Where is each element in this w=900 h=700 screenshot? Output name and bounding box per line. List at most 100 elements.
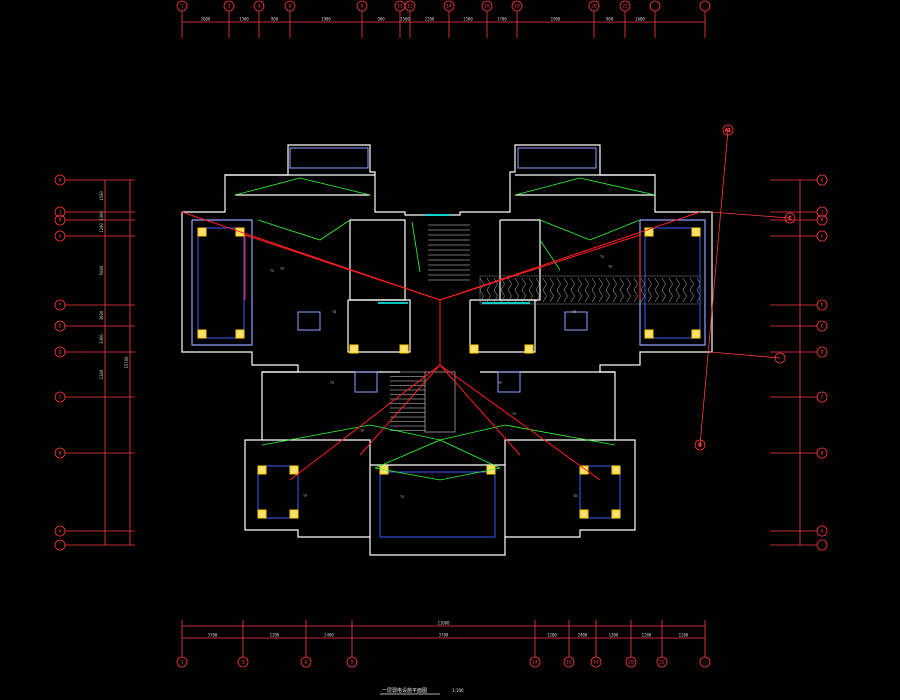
hatch-stroke bbox=[535, 277, 540, 303]
axis-bubble bbox=[481, 0, 493, 12]
dimension-value: 1700 bbox=[497, 17, 507, 22]
axis-bubble bbox=[54, 391, 66, 403]
room-tag: TP bbox=[280, 267, 284, 271]
dimension-value: 1200 bbox=[99, 223, 104, 233]
ceiling-line bbox=[539, 219, 641, 241]
column bbox=[289, 465, 299, 475]
wire bbox=[439, 364, 521, 456]
axis-label: 4 bbox=[258, 4, 261, 10]
axis-label: 19 bbox=[593, 660, 599, 666]
axis-bubble bbox=[590, 656, 602, 668]
dimension-value: 1500 bbox=[463, 17, 473, 22]
furniture bbox=[197, 147, 701, 538]
hatch-stroke bbox=[626, 277, 631, 303]
hatch-stroke bbox=[528, 277, 533, 303]
axis-label: F bbox=[821, 303, 824, 309]
axis-bubble bbox=[176, 0, 188, 12]
dimension-value: 3700 bbox=[208, 633, 218, 638]
windows bbox=[378, 214, 530, 304]
axis-bubble bbox=[816, 299, 828, 311]
dimension-value: 3300 bbox=[99, 334, 104, 344]
axis-bubble bbox=[816, 174, 828, 186]
axis-label: 9 bbox=[361, 4, 364, 10]
dimension-value: 1200 bbox=[642, 633, 652, 638]
room-tag: TP bbox=[303, 494, 307, 498]
column bbox=[691, 329, 701, 339]
axis-label: 14 bbox=[446, 4, 452, 10]
wire bbox=[359, 364, 441, 456]
axis-label: 16 bbox=[566, 660, 572, 666]
axis-label: E bbox=[59, 324, 62, 330]
axis-label: B bbox=[59, 451, 62, 457]
axis-bubble bbox=[54, 230, 66, 242]
axis-label: A bbox=[59, 529, 62, 535]
dimension-value: 1900 bbox=[551, 17, 561, 22]
axis-bubble bbox=[284, 0, 296, 12]
axis-bubble bbox=[563, 656, 575, 668]
hatch-stroke bbox=[640, 277, 645, 303]
axis-bubble bbox=[54, 539, 66, 551]
stair-core bbox=[390, 224, 470, 433]
column bbox=[611, 509, 621, 519]
room-tag: TV bbox=[400, 495, 405, 499]
dimension-value: 1900 bbox=[321, 17, 331, 22]
column bbox=[257, 509, 267, 519]
axis-label-extra: C bbox=[789, 216, 792, 222]
axis-label: 11 bbox=[397, 4, 403, 10]
wire bbox=[289, 364, 441, 481]
room-tag: TD bbox=[573, 494, 577, 498]
axis-bubble bbox=[699, 656, 711, 668]
axis-label: 1 bbox=[181, 660, 184, 666]
hatch-stroke bbox=[668, 277, 673, 303]
axis-bubble bbox=[816, 525, 828, 537]
axis-bubble bbox=[300, 656, 312, 668]
dimension-total: 15700 bbox=[124, 356, 129, 369]
hatch-stroke bbox=[542, 277, 547, 303]
dimension-value: 1300 bbox=[609, 633, 619, 638]
axis-label: A bbox=[821, 529, 824, 535]
axis-bubble bbox=[54, 525, 66, 537]
dimension-value: 1600 bbox=[635, 17, 645, 22]
axis-label-extra: A1 bbox=[725, 128, 731, 134]
hatch-stroke bbox=[647, 277, 652, 303]
axis-bubble bbox=[443, 0, 455, 12]
hatch-stroke bbox=[486, 277, 491, 303]
column bbox=[197, 227, 207, 237]
column bbox=[691, 227, 701, 237]
dimension-value: 2400 bbox=[578, 633, 588, 638]
axis-label: D bbox=[59, 350, 62, 356]
axis-label: 16 bbox=[484, 4, 490, 10]
axis-bubble bbox=[816, 539, 828, 551]
room-tag: TP bbox=[608, 265, 612, 269]
ceiling-line bbox=[411, 221, 421, 273]
stair-landing bbox=[424, 371, 456, 433]
column bbox=[349, 344, 359, 354]
site-line: A1 B C bbox=[694, 124, 796, 451]
building-walls bbox=[181, 144, 713, 556]
axis-label: 22 bbox=[622, 4, 628, 10]
axis-bubble bbox=[816, 206, 828, 218]
axis-label: 3 bbox=[242, 660, 245, 666]
axis-label: 6 bbox=[289, 4, 292, 10]
ceiling-line bbox=[234, 177, 371, 196]
axis-label: F bbox=[59, 303, 62, 309]
axis-label: C bbox=[59, 395, 62, 401]
hatch-stroke bbox=[521, 277, 526, 303]
drawing-scale: 1:100 bbox=[452, 688, 464, 693]
ceiling-line bbox=[374, 439, 501, 469]
hatch-stroke bbox=[633, 277, 638, 303]
ceiling-line bbox=[539, 239, 561, 271]
axis-label: 6 bbox=[305, 660, 308, 666]
columns bbox=[197, 227, 701, 519]
dimension-value: 900 bbox=[606, 17, 614, 22]
axis-bubble bbox=[54, 214, 66, 226]
hatch-stroke bbox=[654, 277, 659, 303]
hatch-stroke bbox=[689, 277, 694, 303]
axis-bubble bbox=[699, 0, 711, 12]
axis-bubble bbox=[253, 0, 265, 12]
room-tag: TV bbox=[270, 269, 275, 273]
column bbox=[469, 344, 479, 354]
axis-bubble bbox=[511, 0, 523, 12]
